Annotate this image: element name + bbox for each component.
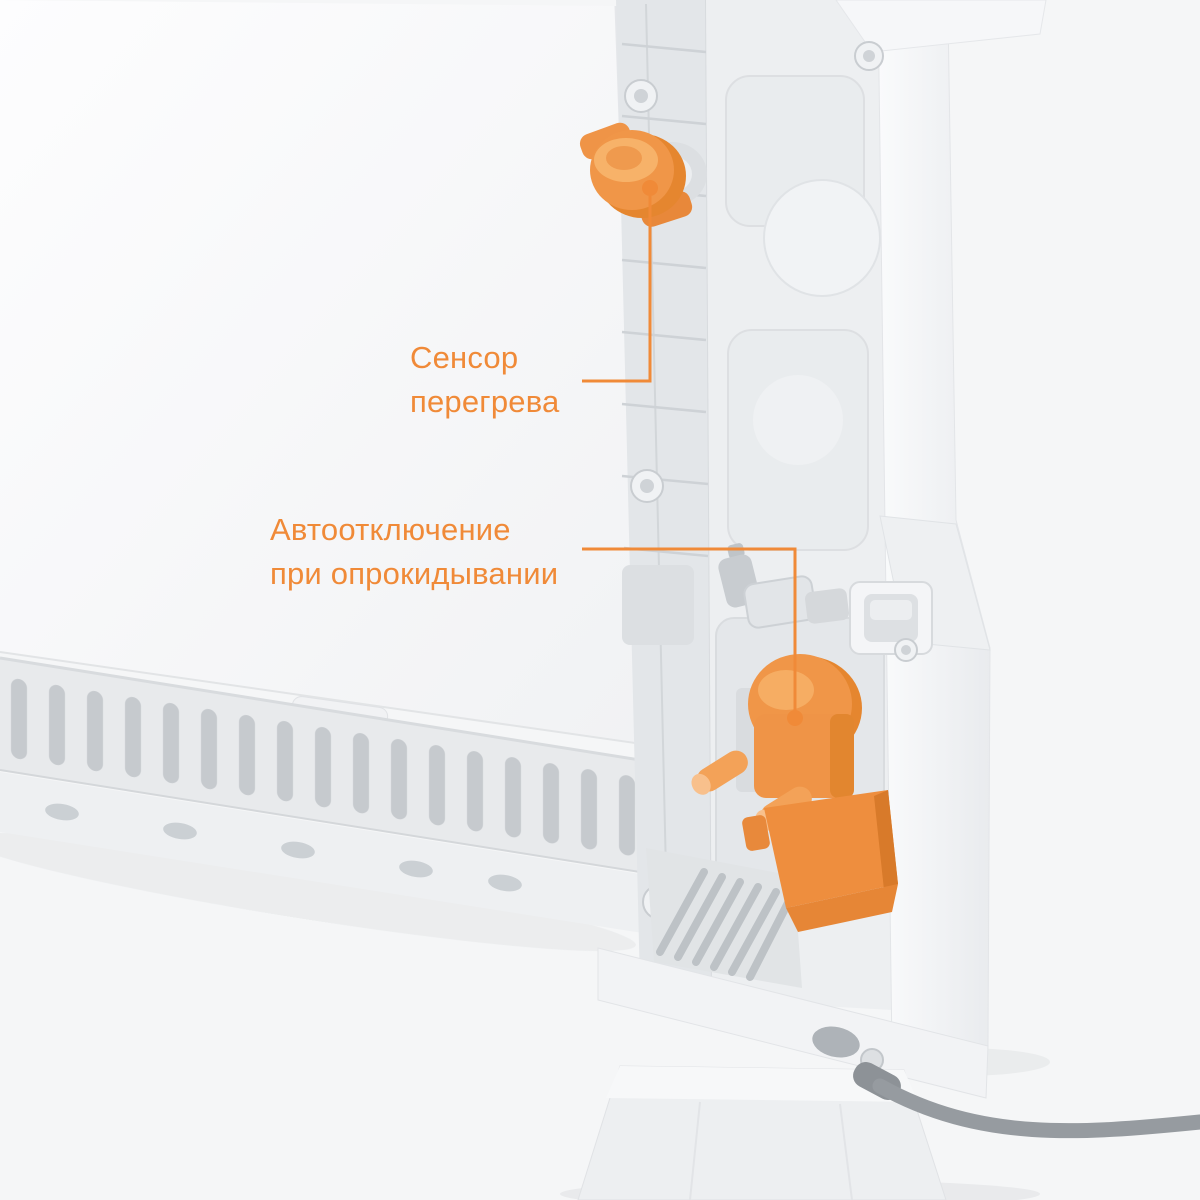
tilt-switch-part (691, 654, 898, 932)
frame-inner-channel (616, 0, 712, 1000)
power-connector (718, 543, 849, 629)
heatsink-fins (646, 848, 802, 988)
callout-tilt-line2: при опрокидывании (270, 556, 559, 591)
callout-overheat-line1: Сенсор (410, 340, 519, 375)
foot-stand (577, 1065, 947, 1200)
base-plate (597, 947, 989, 1099)
vent-grille (0, 656, 691, 881)
cable-exit-hole (812, 1026, 860, 1058)
power-cable (853, 1062, 1200, 1139)
callout-tilt-line1: Автоотключение (270, 512, 511, 547)
channel-opening (622, 565, 694, 645)
heater-base (577, 947, 1200, 1200)
top-right-flap (835, 0, 1047, 53)
callout-overheat-line2: перегрева (410, 384, 560, 419)
tilt-leader-dot (787, 710, 803, 726)
overheat-leader-dot (642, 180, 658, 196)
base-front-band (0, 772, 700, 942)
tilt-leader-line (582, 547, 797, 712)
overheat-leader-line (582, 196, 652, 383)
callout-overheat-sensor: Сенсор перегрева (410, 336, 559, 424)
callout-tilt-shutoff: Автоотключение при опрокидывании (270, 508, 558, 596)
callout-leaders (582, 180, 803, 726)
power-rocker-switch (849, 581, 933, 655)
